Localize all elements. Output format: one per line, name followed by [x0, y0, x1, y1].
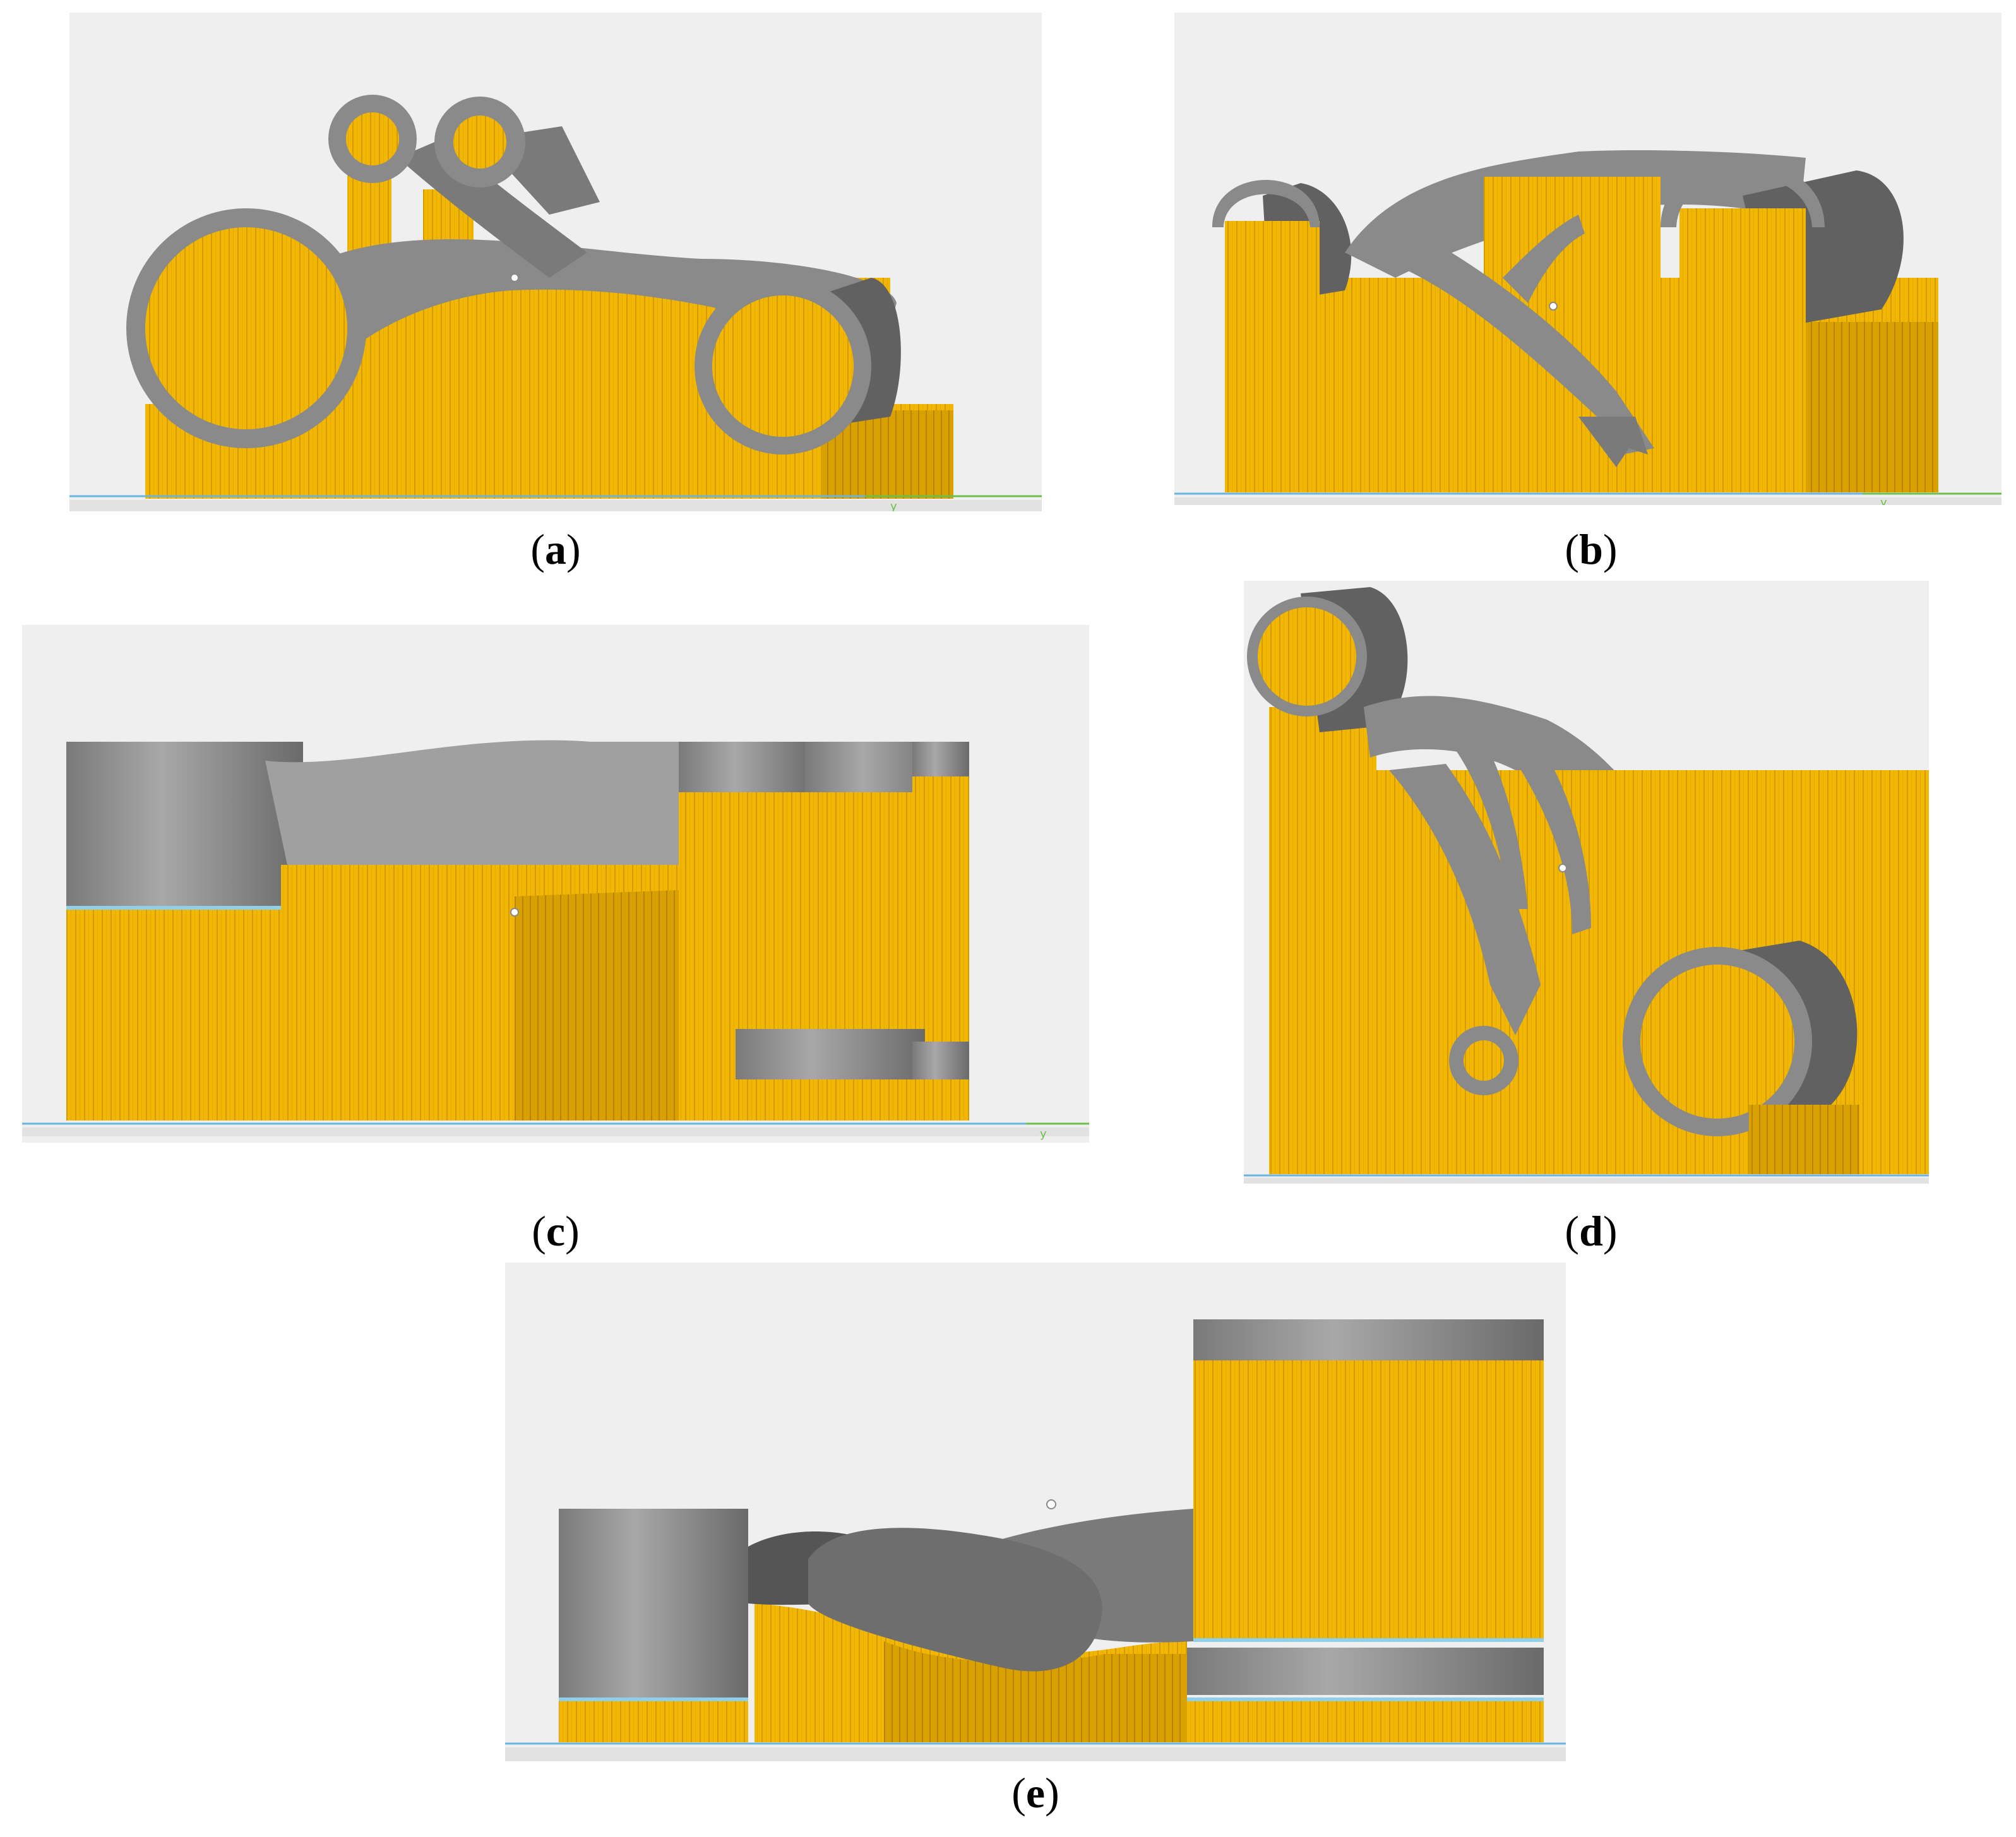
part-cylinder-left	[559, 1509, 748, 1698]
floor-strip	[1174, 497, 2001, 505]
caption-a: (a)	[530, 525, 581, 573]
part-cylinder-right-top	[1193, 1319, 1544, 1360]
panel-b-render: y	[1174, 150, 2001, 505]
support-shadow	[884, 1641, 1187, 1742]
part-cylinder-right	[679, 742, 818, 792]
support-column	[423, 189, 474, 499]
support-shadow	[515, 890, 691, 1121]
part-wrench-ring-hole	[1464, 1040, 1504, 1081]
axis-label: y	[1880, 496, 1887, 505]
part-branch-fork	[1503, 215, 1585, 303]
part-ring-lower	[912, 1042, 969, 1079]
part-wrench-ring-hole	[453, 116, 506, 169]
part-branch-fork	[1452, 739, 1528, 909]
part-cylinder-right-far-top	[912, 742, 969, 776]
part-arm	[309, 239, 897, 366]
support-block	[1806, 322, 1938, 492]
support-column	[66, 909, 303, 1121]
part-cylinder-left-rim	[1212, 180, 1320, 227]
origin-marker	[1549, 302, 1558, 311]
part-wrench-tip	[1578, 417, 1648, 467]
origin-marker	[510, 908, 519, 917]
panel-c: y	[22, 625, 1089, 1143]
caption-c: (c)	[532, 1207, 580, 1255]
support-block	[1749, 1105, 1859, 1174]
origin-marker	[1046, 1499, 1056, 1509]
part-wrench-ring-hole	[346, 112, 399, 165]
part-ring-lower	[736, 1029, 925, 1079]
panel-d	[1244, 581, 1929, 1184]
panel-a: y	[69, 13, 1042, 511]
floor-strip	[505, 1747, 1566, 1761]
support-column	[1269, 707, 1376, 1174]
origin-marker	[510, 273, 519, 282]
part-ring-top-hole	[1258, 607, 1356, 706]
support-column	[559, 1698, 748, 1742]
part-ring-left-hole	[145, 227, 347, 429]
part-cylinder-right-rim	[1661, 161, 1825, 227]
support-column	[1187, 1698, 1544, 1742]
caption-e: (e)	[1011, 1769, 1059, 1817]
support-column	[1193, 1360, 1544, 1641]
floor-strip	[22, 1127, 1089, 1136]
part-ring-right-hole	[712, 295, 854, 437]
axis-label: y	[890, 500, 897, 511]
support-column	[1679, 208, 1806, 492]
part-branch	[1389, 764, 1541, 1035]
panel-c-render: y	[22, 740, 1089, 1141]
panel-d-render	[1244, 587, 1929, 1184]
part-arm-head	[808, 1528, 1102, 1672]
part-arm	[265, 740, 691, 897]
part-cylinder-left	[66, 742, 303, 906]
panel-b: y	[1174, 13, 2001, 505]
caption-b: (b)	[1565, 525, 1618, 573]
panel-a-render: y	[69, 95, 1042, 511]
support-column	[1225, 221, 1320, 492]
part-branch	[1364, 221, 1654, 455]
axis-label: y	[1040, 1127, 1047, 1141]
part-ring-lower	[1187, 1648, 1544, 1695]
panel-e	[505, 1263, 1566, 1761]
part-wrench-arm	[398, 139, 587, 278]
floor-strip	[1244, 1178, 1929, 1184]
part-ring-bottom-hole	[1640, 965, 1794, 1119]
origin-marker	[1558, 864, 1567, 872]
part-branch-fork	[1509, 745, 1591, 934]
floor-strip	[69, 500, 1042, 511]
panel-e-render	[505, 1319, 1566, 1761]
caption-d: (d)	[1565, 1207, 1618, 1255]
